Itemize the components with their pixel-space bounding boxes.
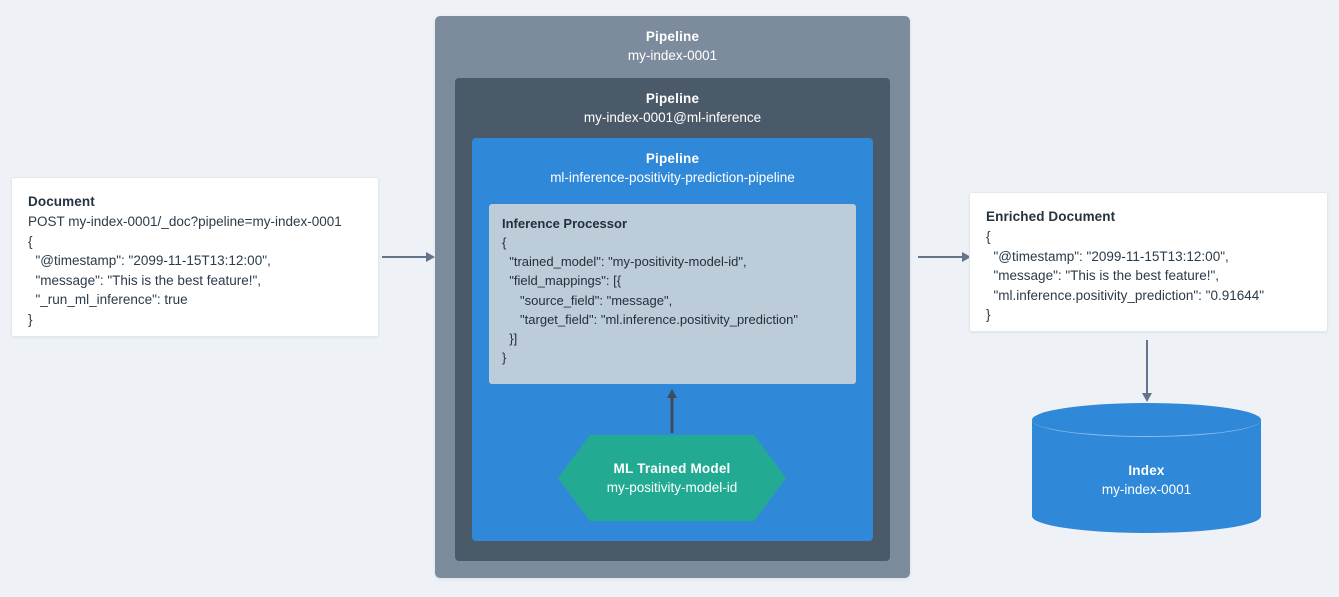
arrow-head-icon xyxy=(1142,393,1152,402)
pipeline-outer-name: my-index-0001 xyxy=(627,48,718,63)
processor-line: "trained_model": "my-positivity-model-id… xyxy=(502,254,747,270)
enriched-document-card: Enriched Document { "@timestamp": "2099-… xyxy=(969,192,1328,332)
arrow-pipeline-to-enriched xyxy=(918,248,971,266)
pipeline-middle-name: my-index-0001@ml-inference xyxy=(583,110,762,125)
document-line: "message": "This is the best feature!", xyxy=(28,272,262,288)
pipeline-outer: Pipeline my-index-0001 Pipeline my-index… xyxy=(435,16,910,578)
processor-line: "target_field": "ml.inference.positivity… xyxy=(502,311,798,327)
pipeline-middle: Pipeline my-index-0001@ml-inference Pipe… xyxy=(455,78,890,561)
document-line: } xyxy=(28,311,33,327)
pipeline-outer-header: Pipeline my-index-0001 xyxy=(435,16,910,66)
document-line: "@timestamp": "2099-11-15T13:12:00", xyxy=(28,253,271,269)
enriched-document-title: Enriched Document xyxy=(986,209,1116,224)
pipeline-outer-kind: Pipeline xyxy=(645,29,700,44)
document-title: Document xyxy=(28,194,95,209)
processor-line: { xyxy=(502,235,507,250)
index-name: my-index-0001 xyxy=(1101,482,1192,497)
processor-title: Inference Processor xyxy=(502,216,628,231)
arrow-head-icon xyxy=(962,252,971,262)
arrow-enriched-to-index xyxy=(1136,340,1158,402)
enriched-document-line: "message": "This is the best feature!", xyxy=(986,268,1220,284)
arrow-document-to-pipeline xyxy=(382,248,435,266)
processor-line: }] xyxy=(502,331,518,347)
index-cylinder: Index my-index-0001 xyxy=(1032,403,1261,533)
arrow-shaft xyxy=(382,256,428,258)
index-label: Index my-index-0001 xyxy=(1032,461,1261,500)
ml-trained-model-hexagon: ML Trained Model my-positivity-model-id xyxy=(558,435,786,521)
processor-line: } xyxy=(502,350,507,366)
arrow-head-icon xyxy=(667,389,677,398)
inference-processor-box: Inference Processor { "trained_model": "… xyxy=(489,204,856,384)
arrow-shaft xyxy=(1146,340,1148,395)
enriched-document-line: "ml.inference.positivity_prediction": "0… xyxy=(986,287,1265,303)
pipeline-middle-header: Pipeline my-index-0001@ml-inference xyxy=(455,78,890,128)
pipeline-inner-kind: Pipeline xyxy=(645,151,700,166)
pipeline-inner-header: Pipeline ml-inference-positivity-predict… xyxy=(472,138,873,188)
arrow-model-to-processor xyxy=(660,389,684,433)
pipeline-inner: Pipeline ml-inference-positivity-predict… xyxy=(472,138,873,541)
arrow-shaft xyxy=(918,256,964,258)
enriched-document-line: "@timestamp": "2099-11-15T13:12:00", xyxy=(986,248,1229,264)
pipeline-inner-name: ml-inference-positivity-prediction-pipel… xyxy=(550,170,795,185)
model-title: ML Trained Model xyxy=(613,460,731,476)
enriched-document-line: } xyxy=(986,307,991,323)
document-line: POST my-index-0001/_doc?pipeline=my-inde… xyxy=(28,214,342,229)
pipeline-middle-kind: Pipeline xyxy=(645,91,700,106)
arrow-shaft xyxy=(670,396,674,433)
document-card: Document POST my-index-0001/_doc?pipelin… xyxy=(11,177,379,337)
processor-line: "source_field": "message", xyxy=(502,292,673,308)
document-line: { xyxy=(28,233,33,249)
index-title: Index xyxy=(1128,463,1165,478)
processor-line: "field_mappings": [{ xyxy=(502,273,622,289)
document-line: "_run_ml_inference": true xyxy=(28,292,188,308)
enriched-document-line: { xyxy=(986,229,991,244)
model-name: my-positivity-model-id xyxy=(606,479,738,495)
arrow-head-icon xyxy=(426,252,435,262)
cylinder-top-ellipse xyxy=(1032,403,1261,437)
